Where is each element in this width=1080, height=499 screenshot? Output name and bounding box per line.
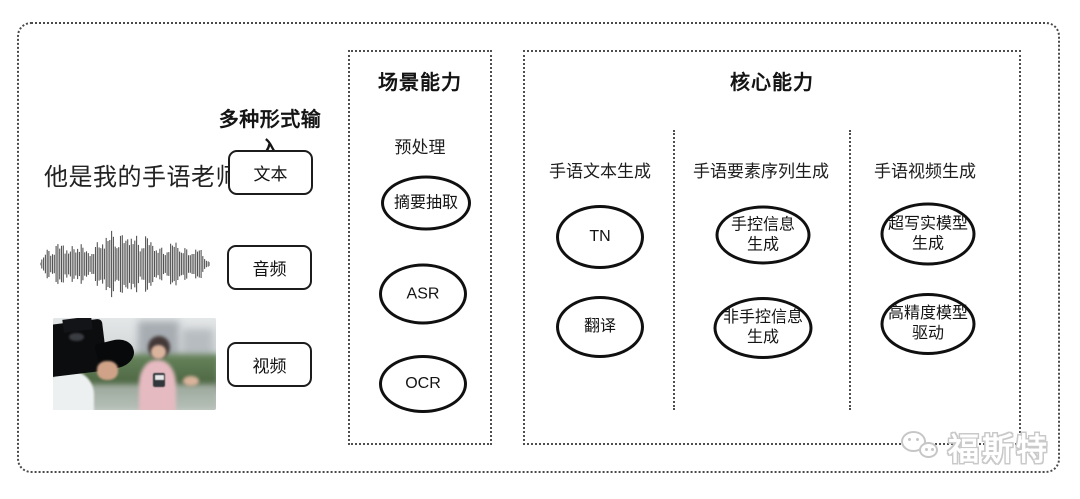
column-divider [673, 130, 675, 410]
wechat-icon [901, 429, 943, 465]
preprocess-label: 预处理 [394, 138, 446, 157]
core-capability-title: 核心能力 [730, 72, 814, 94]
core-capability-box: 核心能力 手语文本生成 手语要素序列生成 手语视频生成 TN 翻译 手控信息 生… [523, 50, 1021, 445]
outer-dotted-frame [17, 22, 1060, 473]
watermark-text: 福斯特 [948, 432, 1050, 467]
audio-waveform-icon [39, 228, 211, 300]
node-asr: ASR [379, 263, 467, 325]
node-non-manual-info-generation: 非手控信息 生成 [713, 297, 813, 359]
sample-sentence-text: 他是我的手语老师 [44, 164, 240, 191]
column-divider [849, 130, 851, 410]
node-high-precision-model-driving: 高精度模型 驱动 [880, 293, 976, 355]
node-translation: 翻译 [556, 296, 644, 358]
scene-capability-title: 场景能力 [378, 72, 462, 94]
node-ocr: OCR [379, 355, 467, 413]
video-frame-image [53, 318, 216, 410]
column-label-video-generation: 手语视频生成 [874, 162, 976, 181]
scene-capability-box: 场景能力 预处理 摘要抽取 ASR OCR [348, 50, 492, 445]
column-label-element-sequence-generation: 手语要素序列生成 [693, 162, 829, 181]
input-type-audio-box: 音频 [227, 245, 312, 290]
node-manual-info-generation: 手控信息 生成 [715, 205, 811, 265]
watermark: 福斯特 [901, 424, 1050, 469]
node-summary-extraction: 摘要抽取 [381, 175, 471, 231]
input-type-video-box: 视频 [227, 342, 312, 387]
input-type-text-box: 文本 [228, 150, 313, 195]
column-label-text-generation: 手语文本生成 [549, 162, 651, 181]
node-hyperrealistic-model-generation: 超写实模型 生成 [880, 202, 976, 266]
node-tn: TN [556, 205, 644, 269]
